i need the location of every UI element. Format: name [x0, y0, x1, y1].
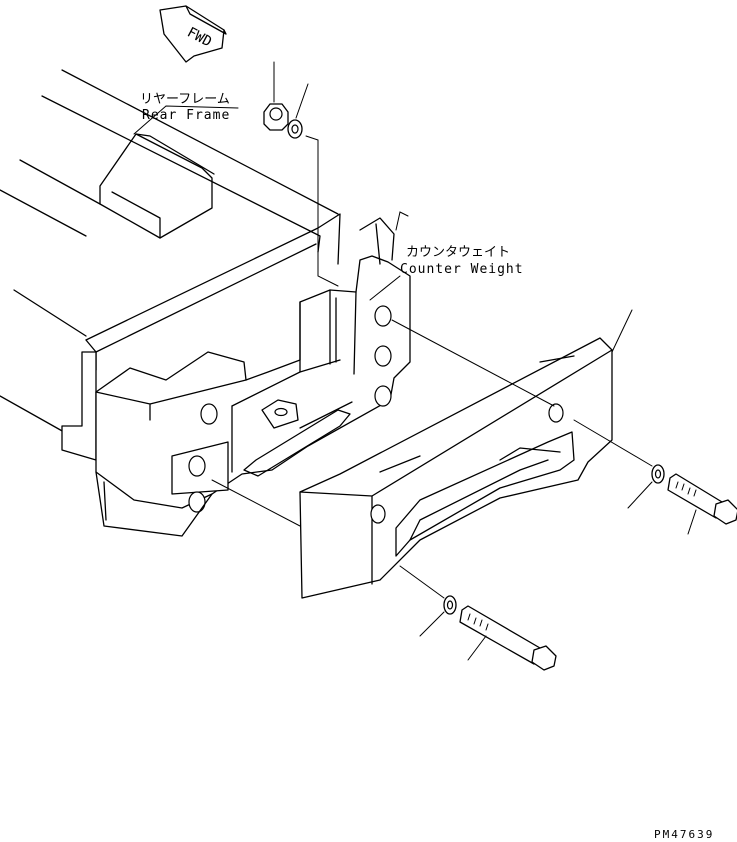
label-counter-weight: カウンタウェイト Counter Weight — [400, 245, 524, 277]
fwd-label: FWD — [184, 24, 214, 50]
counter-weight — [299, 337, 613, 599]
bolt-right — [573, 419, 737, 535]
rear-frame-jp-label: リヤーフレーム — [140, 92, 230, 107]
rear-frame-en-label: Rear Frame — [142, 108, 230, 123]
counter-weight-en-label: Counter Weight — [400, 262, 524, 277]
bolt-bottom — [399, 565, 557, 671]
rear-frame — [0, 69, 411, 537]
fwd-arrow: FWD — [159, 5, 227, 63]
label-rear-frame: リヤーフレーム Rear Frame — [140, 92, 230, 123]
counter-weight-jp-label: カウンタウェイト — [406, 245, 510, 260]
drawing-number: PM47639 — [654, 828, 714, 841]
nut-and-washer-top — [263, 61, 339, 287]
leader-lines — [133, 105, 633, 527]
